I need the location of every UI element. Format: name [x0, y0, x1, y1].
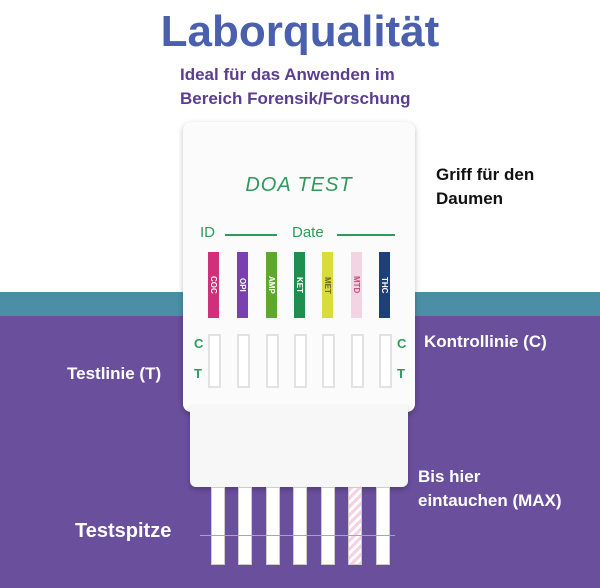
- test-card: DOA TEST ID Date COC OPI AMP KET MET MTD…: [183, 122, 415, 412]
- test-tip: [376, 487, 390, 565]
- result-window: [266, 334, 279, 388]
- doa-test-title: DOA TEST: [245, 174, 353, 196]
- dip-marker-line: [200, 535, 395, 536]
- result-window: [322, 334, 335, 388]
- result-window: [294, 334, 307, 388]
- dip-label-1: Bis hier: [418, 467, 481, 486]
- test-tip: [266, 487, 280, 565]
- strip-ket: KET: [294, 252, 305, 318]
- test-tip-label: Testspitze: [75, 520, 172, 542]
- strip-mtd: MTD: [351, 252, 362, 318]
- result-window: [379, 334, 392, 388]
- control-letter-left: C: [194, 336, 204, 351]
- control-line-label: Kontrollinie (C): [424, 332, 547, 351]
- result-window: [208, 334, 221, 388]
- test-tip-mtd: [348, 487, 362, 565]
- test-tip: [293, 487, 307, 565]
- result-window: [237, 334, 250, 388]
- test-tip: [211, 487, 225, 565]
- strip-amp: AMP: [266, 252, 277, 318]
- strip-opi: OPI: [237, 252, 248, 318]
- test-letter-left: T: [194, 366, 202, 381]
- test-line-label: Testlinie (T): [67, 364, 162, 383]
- date-label: Date: [292, 224, 324, 241]
- id-underline: [225, 234, 277, 236]
- strip-coc: COC: [208, 252, 219, 318]
- strip-met: MET: [322, 252, 333, 318]
- subtitle-line-2: Bereich Forensik/Forschung: [180, 89, 411, 108]
- thumb-grip-label-2: Daumen: [436, 189, 504, 208]
- test-tip: [321, 487, 335, 565]
- strip-thc: THC: [379, 252, 390, 318]
- subtitle-line-1: Ideal für das Anwenden im: [180, 65, 395, 84]
- control-letter-right: C: [397, 336, 407, 351]
- date-underline: [337, 234, 395, 236]
- test-letter-right: T: [397, 366, 405, 381]
- thumb-grip-label-1: Griff für den: [436, 165, 535, 184]
- id-label: ID: [200, 224, 215, 241]
- result-window: [351, 334, 364, 388]
- test-tip: [238, 487, 252, 565]
- page-title: Laborqualität: [160, 7, 440, 56]
- dip-label-2: eintauchen (MAX): [418, 491, 562, 510]
- card-lower-body: [190, 405, 408, 487]
